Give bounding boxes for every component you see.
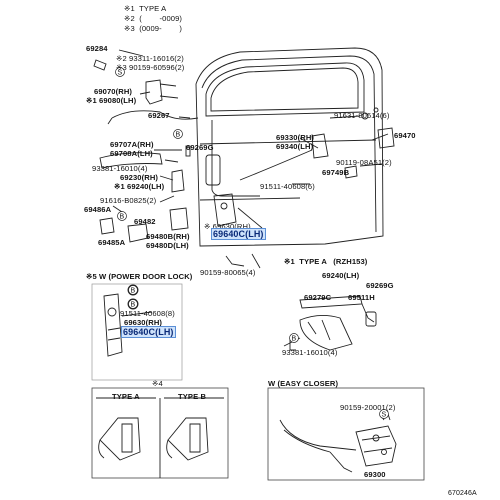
- part-69630b: 69630(RH): [124, 318, 163, 327]
- svg-text:B: B: [131, 302, 136, 309]
- door-window: [205, 62, 365, 117]
- part-69749: 69749B: [322, 168, 350, 177]
- part-69707: 69707A(RH): [110, 140, 154, 149]
- part-69240b: 69240(LH): [322, 271, 360, 280]
- type-b-label: TYPE B: [178, 392, 207, 401]
- legend-range-3: ※3 (0009- ): [124, 24, 183, 33]
- part-69482: 69482: [134, 217, 156, 226]
- part-69300: 69300: [364, 470, 386, 479]
- easy-closer-heading: W (EASY CLOSER): [268, 379, 339, 388]
- figure-number: 670246A: [448, 490, 477, 497]
- svg-text:B: B: [120, 214, 125, 221]
- door-panel: [195, 47, 384, 247]
- part-69269: 69269G: [186, 143, 214, 152]
- part-93381b: 93381-16010(4): [282, 348, 338, 357]
- legend-type-a: ※1 TYPE A: [124, 4, 167, 13]
- part-91631: 91631-80614(6): [334, 111, 390, 120]
- part-69080: ※1 69080(LH): [86, 96, 137, 105]
- power-door-lock-heading: ※5 W (POWER DOOR LOCK): [86, 272, 193, 281]
- part-91616: 91616-B0825(2): [100, 196, 157, 205]
- svg-text:S: S: [118, 70, 123, 77]
- note-4: ※4: [152, 379, 163, 388]
- part-69511: 69511H: [348, 293, 375, 302]
- part-69240a: ※1 69240(LH): [114, 182, 165, 191]
- part-69330: 69330(RH): [276, 133, 315, 142]
- part-69279: 69279C: [304, 293, 332, 302]
- part-69470: 69470: [394, 131, 416, 140]
- part-90119: 90119-08A51(2): [336, 158, 392, 167]
- part-69485: 69485A: [98, 238, 126, 247]
- part-90159a: ※3 90159-60596(2): [116, 63, 185, 72]
- part-69267: 69267: [148, 111, 170, 120]
- svg-text:S: S: [382, 412, 387, 419]
- part-69340: 69340(LH): [276, 142, 314, 151]
- part-69640b-highlighted: 69640C(LH): [121, 326, 176, 338]
- part-69640a-highlighted: 69640C(LH): [211, 228, 266, 240]
- type-a-rzh153-heading: ※1 TYPE A (RZH153): [284, 257, 368, 266]
- part-69284: 69284: [86, 44, 108, 53]
- part-69486: 69486A: [84, 205, 112, 214]
- part-91511a: 91511-40608(6): [260, 182, 315, 191]
- part-69269b: 69269G: [366, 281, 394, 290]
- legend-range-2: ※2 ( -0009): [124, 14, 183, 23]
- part-69480d: 69480D(LH): [146, 241, 189, 250]
- part-93381a: 93381-16010(4): [92, 164, 148, 173]
- part-69630a: ※ 69630(RH): [204, 222, 251, 231]
- svg-text:B: B: [292, 336, 297, 343]
- part-90159c: 90159-20001(2): [340, 403, 396, 412]
- part-90159b: 90159-80065(4): [200, 268, 256, 277]
- part-69230: 69230(RH): [120, 173, 159, 182]
- part-69480b: 69480B(RH): [146, 232, 190, 241]
- svg-text:B: B: [176, 132, 181, 139]
- part-69708: 69708A(LH): [110, 149, 153, 158]
- svg-text:B: B: [131, 288, 136, 295]
- type-a-label: TYPE A: [112, 392, 140, 401]
- part-93311: ※2 93311-16016(2): [116, 54, 184, 63]
- part-91511b: 91511-40608(8): [120, 309, 175, 318]
- part-69070: 69070(RH): [94, 87, 133, 96]
